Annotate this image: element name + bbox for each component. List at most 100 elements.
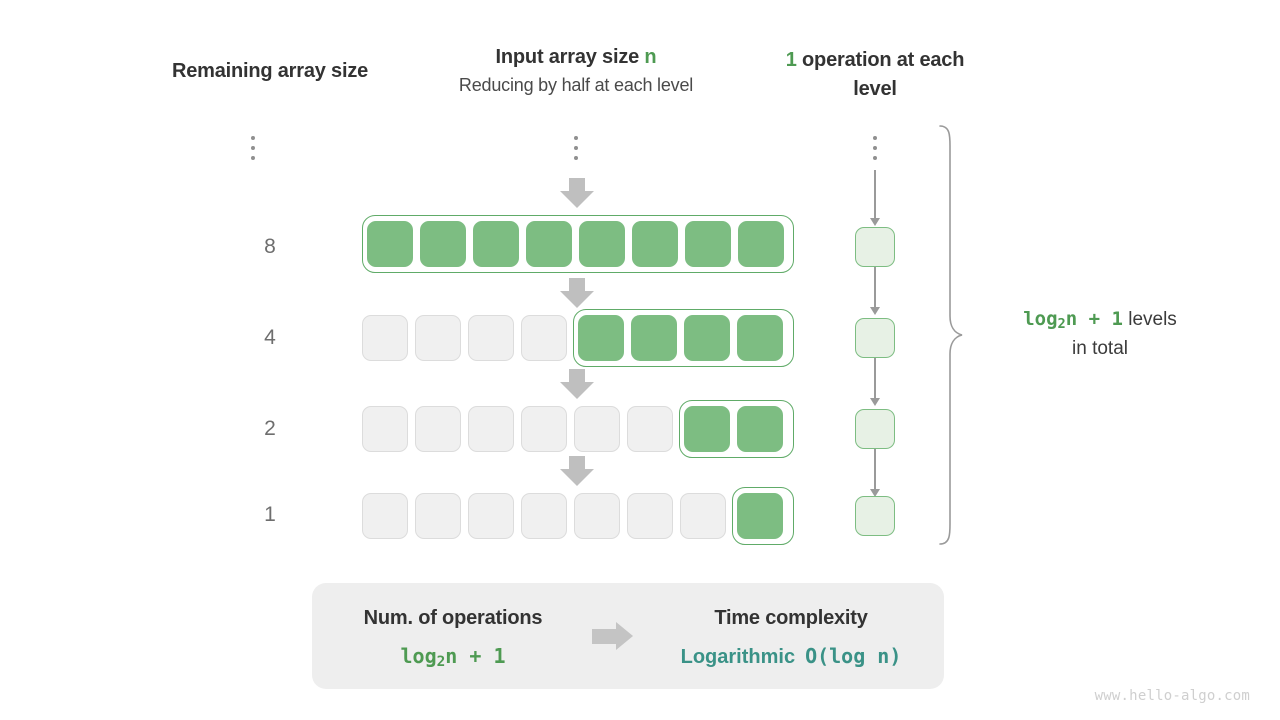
array-cell [367,221,413,267]
header-mid-title: Input array size n [400,46,752,69]
array-cell [521,406,567,452]
array-cell [468,406,514,452]
array-cell [415,493,461,539]
arrow-head [560,382,594,399]
down-arrow-icon-top [560,178,594,208]
levels-formula: log2n + 1 [1023,308,1123,332]
summary-num-operations: Num. of operations log2n + 1 [330,607,576,670]
dot [251,136,255,140]
arrow-stem [569,369,585,384]
dot [251,156,255,160]
arrow-head [560,469,594,486]
dot [574,136,578,140]
dot [873,146,877,150]
array-cell [737,406,783,452]
array-cell [627,493,673,539]
bigo-text: O(log n) [805,644,902,668]
header-mid-subtitle: Reducing by half at each level [458,75,694,95]
array-cell [578,315,624,361]
ellipsis-right-column [873,136,877,160]
row-label-4: 4 [264,326,276,349]
arrow-stem [569,178,585,193]
levels-brace [938,124,966,551]
connector-line [874,267,876,309]
array-cell [627,406,673,452]
array-cell [521,493,567,539]
array-cell [420,221,466,267]
summary-time-complexity: Time complexity Logarithmic O(log n) [668,607,914,669]
down-arrow-icon-2 [560,369,594,399]
header-left-label: Remaining array size [171,60,369,82]
connector-arrowhead [870,489,880,497]
dot [251,146,255,150]
operation-box-level-2 [855,409,895,449]
ellipsis-mid-column [574,136,578,160]
watermark: www.hello-algo.com [1094,688,1250,704]
arrow-head [616,622,633,650]
array-cell [684,406,730,452]
array-cell [521,315,567,361]
row-label-2: 2 [264,417,276,440]
connector-line [874,449,876,491]
arrow-stem [592,629,618,644]
dot [873,136,877,140]
levels-text: levels [1122,309,1177,330]
dot [873,156,877,160]
dot [574,156,578,160]
header-one-operation-each-level: 1 operation at each level [770,46,980,104]
connector-line [874,170,876,220]
dot [574,146,578,150]
array-cell [684,315,730,361]
arrow-right-icon [592,622,642,650]
array-cell [362,493,408,539]
down-arrow-icon-3 [560,456,594,486]
array-cell [685,221,731,267]
summary-left-value: log2n + 1 [330,644,576,670]
array-cell [468,315,514,361]
arrow-stem [569,456,585,471]
highlight-group-row-1 [732,487,794,545]
row-label-8: 8 [264,235,276,258]
summary-left-title: Num. of operations [363,607,543,629]
summary-right-word: Logarithmic [680,646,796,668]
array-cell [738,221,784,267]
ellipsis-left-column [251,136,255,160]
array-cell [473,221,519,267]
array-cell [737,315,783,361]
formula-tail: n + 1 [1065,308,1123,330]
arrow-head [560,291,594,308]
header-mid-title-text: Input array size [495,46,645,68]
down-arrow-icon-1 [560,278,594,308]
array-cell [574,406,620,452]
summary-right-value: Logarithmic O(log n) [668,644,914,669]
connector-arrowhead [870,398,880,406]
array-cell [415,406,461,452]
array-cell [362,315,408,361]
summary-right-title: Time complexity [714,607,868,629]
brace-icon [939,125,963,545]
highlight-group-row-8 [362,215,794,273]
arrow-head [560,191,594,208]
summary-left-tail: n + 1 [445,644,506,668]
summary-left-log: log [400,644,437,668]
arrow-stem [569,278,585,293]
formula-subscript: 2 [1057,316,1066,332]
array-cell [632,221,678,267]
header-mid-title-accent: n [644,46,657,68]
levels-caption-line1: log2n + 1 levels [975,305,1225,335]
array-cell [737,493,783,539]
formula-log: log [1023,308,1058,330]
array-cell [631,315,677,361]
highlight-group-row-4 [573,309,794,367]
row-label-1: 1 [264,503,276,526]
operation-box-level-4 [855,318,895,358]
header-remaining-array-size: Remaining array size [110,60,430,83]
operation-box-level-8 [855,227,895,267]
array-cell [579,221,625,267]
summary-right-bigo: O(log n) [805,644,901,668]
header-right-accent: 1 [785,49,797,71]
levels-caption-line2: in total [1072,337,1128,359]
header-input-array-size: Input array size n Reducing by half at e… [400,46,752,96]
header-right-text: operation at each level [796,49,965,100]
connector-line [874,358,876,400]
